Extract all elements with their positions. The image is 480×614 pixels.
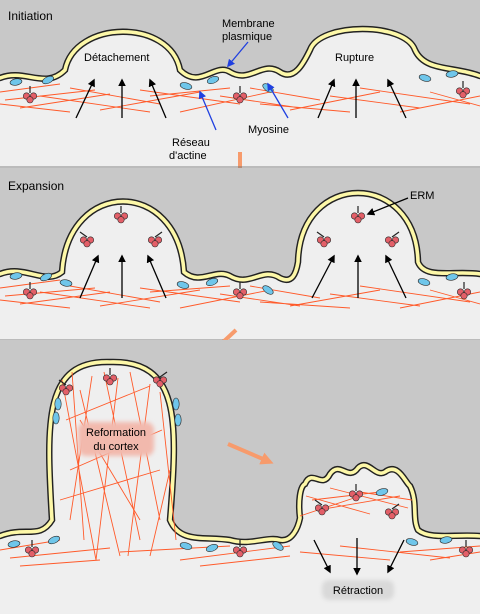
label-erm: ERM (410, 190, 434, 202)
label-reseau-line1: Réseau (172, 137, 210, 149)
erm-proteins (23, 81, 471, 104)
panel-title: Expansion (8, 179, 64, 193)
label-reseau-line2: d'actine (169, 150, 207, 162)
panel-expansion: Expansion ERM (0, 168, 480, 339)
label-membrane-line2: plasmique (222, 31, 272, 43)
erm-proteins (23, 206, 472, 300)
plasma-membrane-inner (0, 360, 480, 544)
erm-proteins (25, 368, 474, 558)
label-reformation-line2: du cortex (93, 441, 139, 453)
plasma-membrane-inner (0, 27, 480, 81)
label-myosine: Myosine (248, 124, 289, 136)
panel-initiation: Initiation Détachement Membrane plasmiqu… (0, 0, 480, 166)
pressure-arrows (75, 78, 407, 119)
label-retraction-group: Rétraction (322, 580, 394, 600)
pressure-arrows (79, 254, 407, 299)
myosin-cluster (7, 397, 453, 552)
label-highlight (78, 422, 154, 456)
panel-title: Initiation (8, 9, 53, 23)
label-reformation-group: Reformation du cortex (78, 422, 154, 456)
pointer-arrows (198, 41, 289, 131)
myosin-cluster (9, 272, 459, 295)
retraction-arrows (313, 538, 405, 576)
label-rupture: Rupture (335, 52, 374, 64)
label-highlight (322, 580, 394, 600)
plasma-membrane-inner (0, 191, 480, 282)
transition-arrow-3 (227, 442, 274, 465)
panel-reformation: Reformation du cortex Rétraction (0, 340, 480, 614)
pointer-arrow-erm (366, 197, 409, 216)
label-membrane-line1: Membrane (222, 18, 275, 30)
label-detachement: Détachement (84, 52, 149, 64)
label-retraction: Rétraction (333, 585, 383, 597)
label-reformation-line1: Reformation (86, 427, 146, 439)
